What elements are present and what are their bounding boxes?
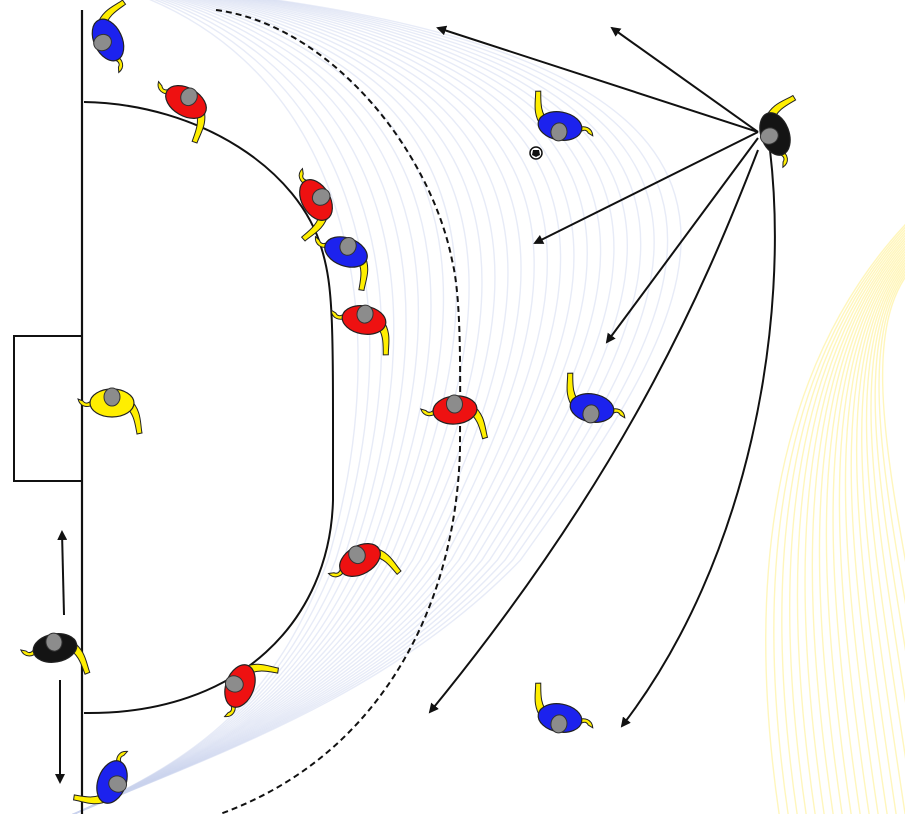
player-defender-red-4 (419, 394, 489, 440)
movement-arrow-up (57, 530, 68, 616)
player-head (339, 236, 357, 256)
background-wave-pattern-blue (71, 0, 682, 814)
player-head (582, 404, 600, 424)
player-head (180, 87, 198, 107)
player-head (445, 394, 463, 414)
pass-arrows (55, 25, 776, 784)
player-head (759, 127, 779, 145)
player-head (45, 632, 63, 652)
player-attacker-blue-bottom (534, 682, 594, 734)
player-defender-red-2 (298, 167, 333, 242)
background-wave-pattern-yellow (765, 224, 905, 814)
player-head (550, 122, 568, 142)
player-sideline-player (19, 632, 91, 675)
player-head (348, 545, 366, 565)
pass-arrow-6 (620, 149, 776, 728)
player-defender-red-6 (223, 663, 280, 718)
pass-arrow-1 (436, 25, 759, 133)
pass-arrow-4 (605, 137, 759, 344)
player-defender-red-3 (330, 304, 390, 356)
pass-arrow-2 (610, 26, 759, 133)
player-head (224, 675, 244, 693)
ball-icon (529, 146, 543, 160)
player-defender-blue-inline (314, 235, 369, 292)
player-head (356, 304, 374, 324)
player-wing-blue-bottom (72, 750, 129, 805)
player-passer (759, 94, 797, 169)
player-goalkeeper (77, 387, 143, 435)
player-wing-blue-top (91, 0, 127, 74)
goal-box (13, 335, 82, 482)
free-throw-line-dashed (215, 9, 462, 814)
player-head (550, 714, 568, 734)
player-head (103, 387, 121, 407)
player-attacker-blue-ball (534, 90, 594, 142)
pass-arrow-3 (533, 131, 759, 244)
player-head (93, 33, 112, 52)
player-head (108, 775, 128, 793)
player-attacker-blue-middle (566, 372, 626, 424)
player-defender-red-5 (327, 543, 402, 578)
pass-arrow-5 (428, 149, 759, 714)
player-head (311, 188, 331, 206)
players-layer (19, 0, 797, 805)
player-defender-red-1 (157, 80, 207, 144)
